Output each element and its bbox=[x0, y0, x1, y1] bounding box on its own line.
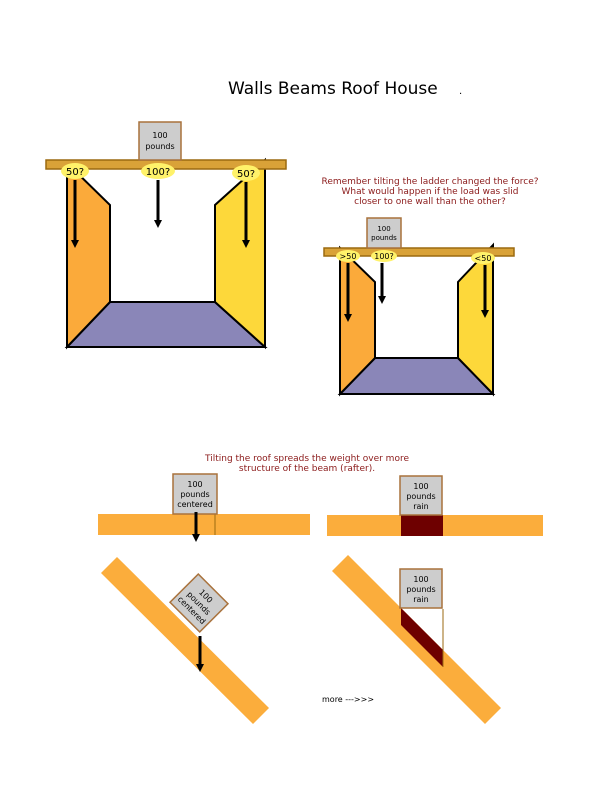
flat-beam-rain-load-box bbox=[399, 475, 443, 516]
house1-right-wall bbox=[214, 157, 266, 350]
tilted-rain-load-box bbox=[399, 568, 443, 609]
house2-note-line3: closer to one wall than the other? bbox=[354, 197, 506, 207]
house2-left-force-label: >50 bbox=[340, 252, 357, 261]
flat-centered-load-line3: centered bbox=[177, 500, 213, 509]
house1-left-force-bubble bbox=[61, 163, 89, 179]
house2-left-force-bubble bbox=[336, 250, 360, 262]
house2-center-force-label: 100? bbox=[374, 252, 394, 261]
flat-beam-centered-load-box bbox=[172, 473, 218, 515]
house2-load-box bbox=[366, 217, 402, 249]
flat-beam-rain: 100 pounds rain bbox=[327, 475, 543, 536]
tilted-rain-load-line3: rain bbox=[413, 595, 428, 604]
house1-load-label-line2: pounds bbox=[145, 142, 174, 151]
house1-load-box bbox=[138, 121, 182, 161]
house2-center-force-bubble bbox=[371, 250, 397, 262]
flat-beam-rain-loaded-section bbox=[401, 515, 443, 536]
house2-note-line1: Remember tilting the ladder changed the … bbox=[321, 177, 538, 187]
flat-rain-load-line1: 100 bbox=[413, 482, 428, 491]
flat-rain-load-line2: pounds bbox=[406, 492, 435, 501]
more-link[interactable]: more --->>> bbox=[322, 695, 374, 704]
house1-center-force-label: 100? bbox=[146, 167, 170, 178]
beam-note-line2: structure of the beam (rafter). bbox=[239, 464, 375, 474]
house2-load-label-line2: pounds bbox=[371, 234, 397, 242]
house2-note: Remember tilting the ladder changed the … bbox=[321, 177, 538, 207]
flat-beam-centered: 100 pounds centered bbox=[98, 473, 310, 542]
page-title: Walls Beams Roof House bbox=[228, 79, 438, 99]
house1-right-force-label: 50? bbox=[237, 169, 255, 180]
house-diagram-offset: 100 pounds >50 100? <50 bbox=[323, 217, 515, 397]
flat-beam-centered-bar bbox=[98, 514, 310, 535]
tilted-beam-centered-bar bbox=[101, 557, 269, 724]
tilted-beam-centered: 100 pounds centered bbox=[101, 557, 269, 724]
house1-right-force-bubble bbox=[232, 165, 260, 181]
flat-centered-load-line2: pounds bbox=[180, 490, 209, 499]
house2-beam bbox=[323, 247, 515, 257]
house2-load-label-line1: 100 bbox=[377, 225, 390, 233]
flat-centered-load-line1: 100 bbox=[187, 480, 202, 489]
house1-left-force-label: 50? bbox=[66, 167, 84, 178]
house-diagram-centered: 100 pounds 50? 100? 50? bbox=[45, 121, 287, 350]
house2-note-line2: What would happen if the load was slid bbox=[342, 187, 519, 197]
house1-left-wall bbox=[66, 160, 111, 350]
tilted-centered-load-box bbox=[168, 572, 230, 634]
tilted-beam-rain: 100 pounds rain bbox=[332, 555, 501, 724]
tilted-rain-load-line1: 100 bbox=[413, 575, 428, 584]
tilted-rain-load-line2: pounds bbox=[406, 585, 435, 594]
tilted-beam-rain-loaded-section bbox=[401, 608, 443, 667]
house2-right-force-bubble bbox=[471, 252, 495, 264]
house1-load-label-line1: 100 bbox=[152, 131, 167, 140]
beam-note-line1: Tilting the roof spreads the weight over… bbox=[204, 454, 409, 464]
beam-note: Tilting the roof spreads the weight over… bbox=[204, 454, 409, 474]
house2-right-force-label: <50 bbox=[475, 254, 492, 263]
title-dot: . bbox=[459, 86, 462, 97]
flat-rain-load-line3: rain bbox=[413, 502, 428, 511]
house1-center-force-bubble bbox=[141, 163, 175, 179]
